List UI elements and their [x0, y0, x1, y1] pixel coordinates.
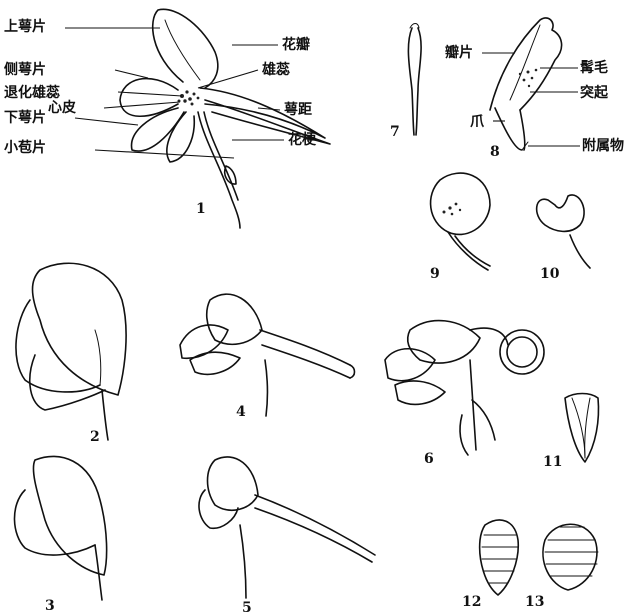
panel-number-2: 2	[90, 429, 100, 445]
panel-3-flower-side: 3	[14, 456, 106, 614]
label-appendage: 附属物	[582, 137, 624, 154]
panel-number-12: 12	[462, 594, 481, 610]
label-sepal-spur: 萼距	[284, 101, 312, 118]
panel-number-4: 4	[236, 404, 246, 420]
panel-7-petal-side: 7	[390, 24, 421, 141]
label-upper-sepal: 上萼片	[4, 18, 46, 35]
panel-6-flower-coiled-spur: 6	[385, 321, 544, 467]
panel-number-6: 6	[424, 451, 434, 467]
panel-number-8: 8	[490, 144, 500, 160]
panel-2-flower-side: 2	[16, 263, 126, 445]
panel-number-11: 11	[543, 454, 562, 470]
label-lower-sepal: 下萼片	[4, 109, 46, 126]
label-staminode: 退化雄蕊	[4, 84, 60, 101]
panel-number-10: 10	[540, 266, 560, 282]
panel-12-seed-elongated: 12	[462, 520, 518, 610]
panel-4-flower-spur: 4	[180, 294, 355, 420]
label-claw: 爪	[470, 114, 485, 130]
panel-number-7: 7	[390, 124, 400, 140]
label-lateral-sepal: 侧萼片	[4, 61, 46, 78]
panel-number-3: 3	[45, 598, 55, 614]
label-protuberance: 突起	[580, 84, 609, 101]
label-stamen: 雄蕊	[261, 61, 290, 78]
panel-number-9: 9	[430, 266, 440, 282]
panel-5-flower-spur: 5	[199, 457, 375, 615]
panel-number-13: 13	[525, 594, 544, 610]
panel-9-round-petal: 9	[430, 173, 490, 282]
panel-13-seed-round: 13	[525, 524, 598, 610]
panel-1-flower-section: 上萼片 侧萼片 退化雄蕊 心皮 下萼片 小苞片 花瓣 雄蕊 萼距 花梗 1	[4, 9, 330, 228]
panel-number-1: 1	[196, 201, 206, 217]
label-bracteole: 小苞片	[4, 139, 46, 156]
label-carpel: 心皮	[48, 99, 76, 116]
panel-11-follicle: 11	[543, 394, 598, 471]
panel-number-5: 5	[242, 600, 252, 615]
label-beard: 髯毛	[580, 59, 608, 76]
label-petal: 花瓣	[282, 36, 310, 53]
panel-10-notched-petal: 10	[537, 195, 590, 282]
label-limb: 瓣片	[445, 44, 473, 61]
panel-8-petal-labelled: 瓣片 髯毛 突起 爪 附属物 8	[445, 18, 624, 160]
label-pedicel: 花梗	[288, 131, 317, 148]
